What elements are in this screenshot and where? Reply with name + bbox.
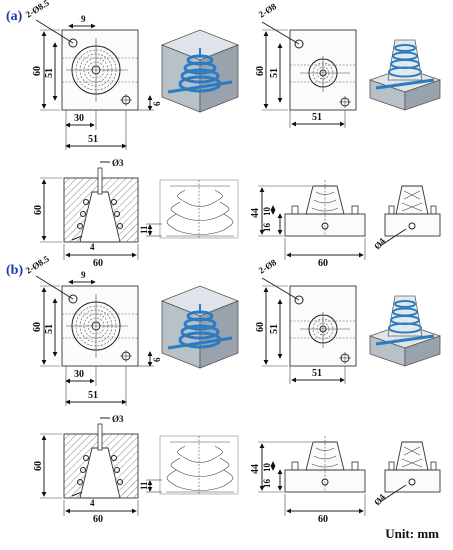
dim-16: 16 [262,223,272,233]
panel-b-tag: (b) [6,263,23,278]
dim-10: 10 [262,463,272,473]
dim-51-height: 51 [44,68,55,78]
dim-60-right: 60 [255,66,266,76]
panel-a: (a) 2-Ø8.5 9 60 51 6 30 51 2-Ø8 60 51 51… [6,0,440,269]
dim-60-assembly: 60 [318,258,328,269]
dim-51-width: 51 [88,390,98,401]
dim-4: 4 [90,242,95,252]
dim-16: 16 [262,479,272,489]
dim-44: 44 [250,464,261,474]
hole-label-left: 2-Ø8.5 [24,253,52,275]
dim-60-height: 60 [32,322,43,332]
dim-51-right: 51 [269,324,280,334]
dim-60-height: 60 [32,66,43,76]
panel-a-tag: (a) [6,9,23,24]
dim-60-section-width: 60 [93,258,103,269]
dim-60-section: 60 [33,205,44,215]
dim-51-right: 51 [269,68,280,78]
dim-51-bottom-right: 51 [312,368,322,379]
dim-11: 11 [139,481,149,490]
dim-30: 30 [74,113,84,124]
dim-11: 11 [139,225,149,234]
unit-label: Unit: mm [385,526,439,541]
dim-60-assembly: 60 [318,514,328,525]
dim-6: 6 [152,357,162,362]
hole-label-right: 2-Ø8 [257,257,279,276]
dim-51-bottom-right: 51 [312,112,322,123]
dim-phi3: Ø3 [112,414,124,424]
dim-60-section-width: 60 [93,514,103,525]
hole-label-left: 2-Ø8.5 [24,0,52,20]
dim-51-width: 51 [88,134,98,145]
dim-51-height: 51 [44,324,55,334]
dim-9: 9 [81,270,86,280]
dim-6: 6 [152,101,162,106]
dim-4: 4 [90,498,95,508]
panel-b: (b) 2-Ø8.5 9 60 51 6 30 51 2-Ø8 60 51 51… [6,253,440,525]
dim-phi3: Ø3 [112,158,124,168]
dim-60-right: 60 [255,322,266,332]
dim-60-section: 60 [33,461,44,471]
dim-phi4: Ø4 [372,492,387,508]
dim-phi4: Ø4 [372,236,387,252]
dim-10: 10 [262,207,272,217]
dim-9: 9 [81,14,86,24]
dim-44: 44 [250,208,261,218]
hole-label-right: 2-Ø8 [257,1,279,20]
dim-30: 30 [74,369,84,380]
